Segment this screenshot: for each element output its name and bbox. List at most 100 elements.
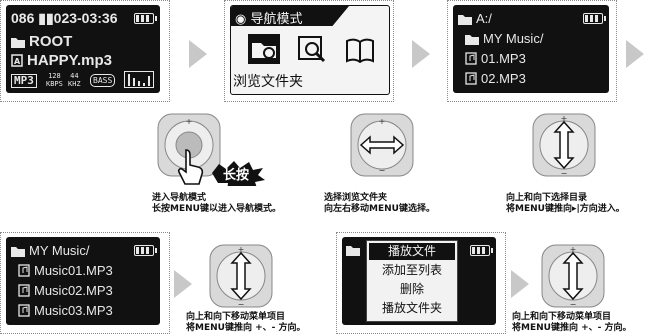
jog-dial-up-down-icon: + − [532, 113, 596, 178]
svg-text:+: + [186, 117, 193, 126]
caption-line: 向上和向下选择目录 [506, 193, 588, 203]
eq-badge: BASS [90, 74, 116, 87]
spectrum-icon [124, 71, 154, 88]
music-file-icon [18, 264, 30, 277]
screen4-item-file: Music02.MP3 [18, 283, 113, 298]
folder-icon [346, 246, 360, 256]
caption-line: 将MENU键推向 +、- 方向。 [512, 323, 632, 333]
samplerate-unit: KHZ [68, 80, 81, 88]
svg-text:−: − [561, 169, 568, 178]
context-menu-item-selected[interactable]: 播放文件 [369, 243, 455, 260]
caption-select-directory: 向上和向下选择目录 将MENU键推向▸|方向进入。 [506, 193, 625, 215]
music-file-icon [18, 284, 30, 297]
caption-line: 向左右移动MENU键选择。 [324, 204, 435, 214]
svg-text:−: − [238, 300, 245, 309]
bitrate-value: 128 [48, 72, 61, 80]
format-badge: MP3 [11, 74, 37, 88]
long-press-badge: 长按 [210, 160, 266, 193]
screen1-track-time: 086 ▮▮023-03:36 [11, 10, 118, 26]
starburst-icon [212, 161, 265, 193]
screen2-footer: 浏览文件夹 [233, 74, 303, 90]
hand-press-icon [177, 149, 204, 185]
screen3-item-file: 02.MP3 [465, 71, 526, 86]
screen4-item-label: Music03.MP3 [34, 303, 113, 318]
arrow-right-icon [412, 40, 430, 68]
jog-dial-left-right-icon: + − [350, 113, 414, 177]
folder-icon [465, 35, 479, 45]
screen1-folder-name: ROOT [29, 33, 73, 50]
screen3-item-label: 01.MP3 [481, 51, 526, 66]
screen3-path-row: A:/ [458, 11, 492, 26]
context-menu-item[interactable]: 删除 [399, 282, 424, 296]
screen2-title: ◉ 导航模式 [235, 8, 303, 27]
bitrate-readout: 128 KBPS [46, 72, 63, 88]
screen3-path: A:/ [476, 11, 492, 26]
svg-text:+: + [379, 117, 386, 126]
svg-text:A: A [14, 57, 21, 66]
screen4-item-label: Music01.MP3 [34, 263, 113, 278]
screen4-item-label: Music02.MP3 [34, 283, 113, 298]
screen5-frame [336, 232, 506, 334]
folder-icon [458, 15, 472, 25]
caption-move-menu-1: 向上和向下移动菜单项目 将MENU键推向 +、- 方向。 [186, 312, 306, 334]
caption-line: 将MENU键推向▸|方向进入。 [506, 204, 625, 214]
arrow-right-icon [511, 270, 529, 298]
screen4-folder-row: MY Music/ [11, 243, 89, 258]
context-menu-item[interactable]: 播放文件夹 [381, 301, 442, 315]
caption-line: 向上和向下移动菜单项目 [512, 312, 612, 322]
svg-text:+: + [561, 114, 568, 123]
caption-line: 将MENU键推向 +、- 方向。 [186, 323, 306, 333]
folder-browse-icon [248, 34, 280, 64]
search-tool-icon [298, 36, 326, 63]
music-file-icon [465, 72, 477, 85]
screen2-title-text: 导航模式 [250, 12, 303, 27]
screen1-lcd: 086 ▮▮023-03:36 ROOT A HAPPY.mp3 MP3 128 … [6, 5, 160, 93]
screen2-lcd: ◉ 导航模式 浏览文件夹 [230, 5, 390, 95]
context-menu-item[interactable]: 添加至列表 [381, 263, 442, 277]
caption-move-menu-2: 向上和向下移动菜单项目 将MENU键推向 +、- 方向。 [512, 312, 632, 334]
svg-text:+: + [238, 245, 245, 254]
samplerate-readout: 44 KHZ [68, 72, 81, 88]
battery-icon [583, 13, 606, 24]
arrow-right-icon [626, 40, 644, 68]
screen5-lcd: 播放文件 添加至列表 删除 播放文件夹 [342, 237, 496, 325]
screen3-item-label: 02.MP3 [481, 71, 526, 86]
music-file-icon [465, 52, 477, 65]
screen3-frame [447, 0, 617, 102]
screen3-item-label: MY Music/ [483, 31, 544, 46]
book-icon [346, 38, 374, 63]
screen4-item-label: MY Music/ [29, 243, 90, 258]
long-press-label: 长按 [223, 168, 250, 183]
screen1-file-name: HAPPY.mp3 [27, 52, 113, 69]
screen4-lcd: MY Music/ Music01.MP3 Music02.MP3 Music0… [6, 237, 160, 325]
jog-dial-up-down-icon: + − [541, 244, 605, 309]
arrow-right-icon [189, 40, 207, 68]
screen3-lcd: A:/ MY Music/ 01.MP3 02.MP3 [453, 5, 609, 93]
file-icon: A [11, 54, 23, 67]
screen4-frame [0, 232, 170, 334]
screen1-folder-row: ROOT [11, 33, 72, 50]
battery-icon [470, 245, 493, 256]
caption-enter-navigation: 进入导航模式 长按MENU键以进入导航模式。 [152, 193, 281, 215]
arrow-right-icon [174, 270, 192, 298]
caption-line: 选择浏览文件夹 [324, 193, 388, 203]
screen4-item-file: Music01.MP3 [18, 263, 113, 278]
bitrate-unit: KBPS [46, 80, 63, 88]
screen2-title-bar [231, 6, 349, 26]
battery-icon [134, 245, 157, 256]
screen3-item-folder: MY Music/ [465, 31, 543, 46]
caption-browse-folder: 选择浏览文件夹 向左右移动MENU键选择。 [324, 193, 435, 215]
caption-line: 向上和向下移动菜单项目 [186, 312, 286, 322]
screen1-file-row: A HAPPY.mp3 [11, 52, 112, 69]
samplerate-value: 44 [70, 72, 79, 80]
navigation-icon: ◉ [235, 12, 247, 27]
jog-dial-press-icon: + − [157, 113, 221, 177]
battery-icon [134, 13, 157, 24]
screen2-frame [224, 0, 394, 102]
screen3-item-file: 01.MP3 [465, 51, 526, 66]
svg-text:+: + [570, 245, 577, 254]
caption-line: 进入导航模式 [152, 193, 207, 203]
folder-icon [11, 247, 25, 257]
music-file-icon [18, 304, 30, 317]
jog-dial-up-down-icon: + − [209, 244, 273, 309]
